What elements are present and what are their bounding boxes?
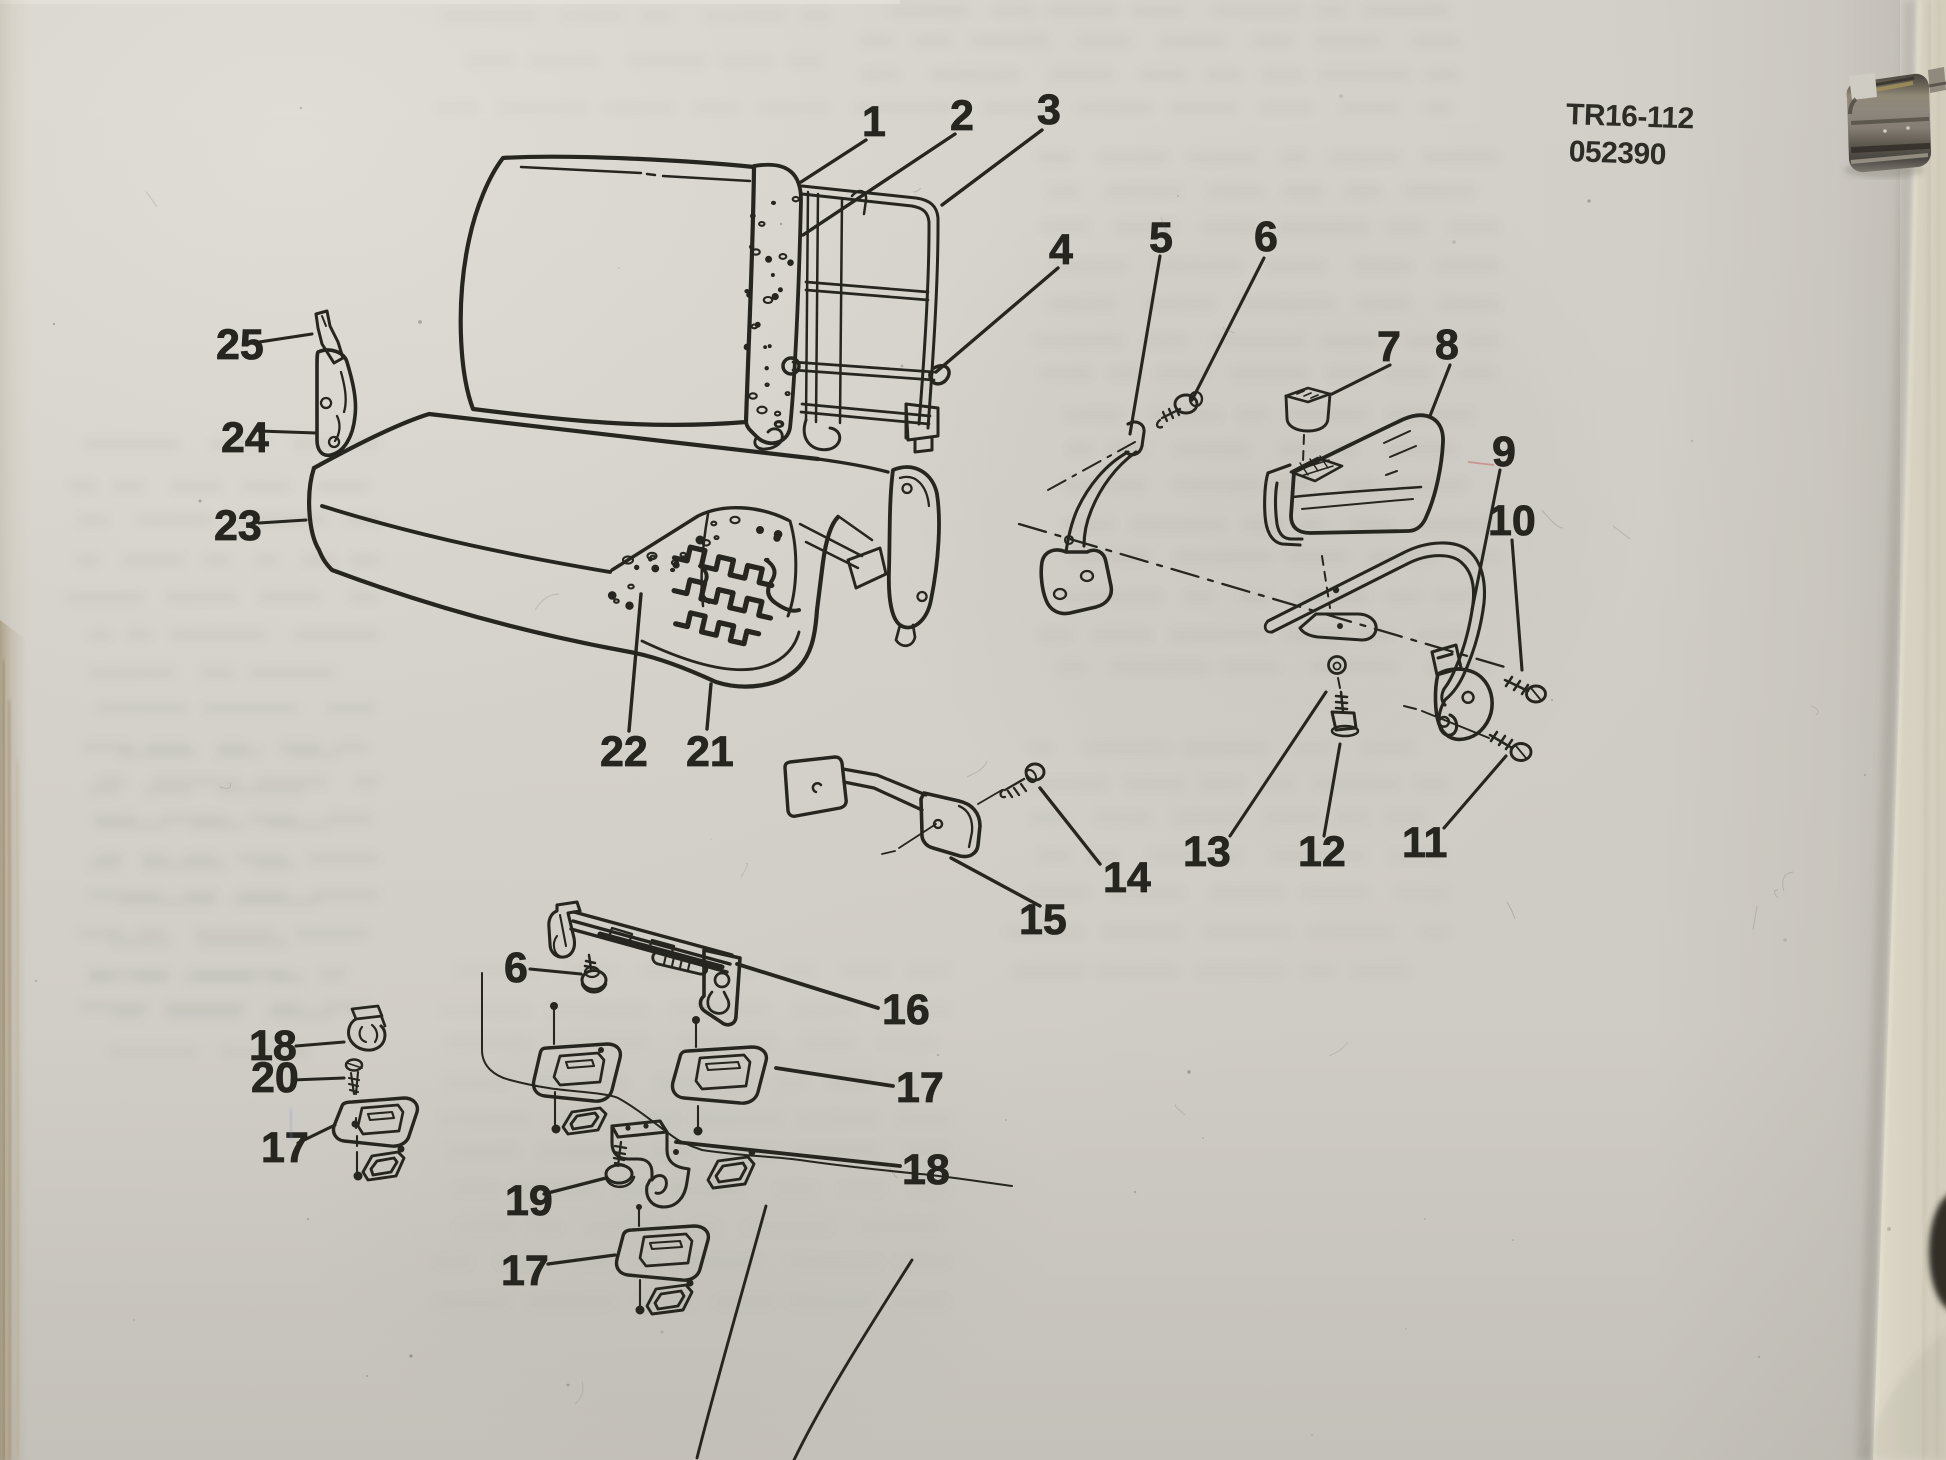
svg-text:7: 7 bbox=[1377, 323, 1401, 371]
svg-text:25: 25 bbox=[216, 321, 264, 369]
svg-text:18: 18 bbox=[249, 1022, 297, 1070]
svg-text:10: 10 bbox=[1488, 497, 1536, 545]
svg-text:2: 2 bbox=[950, 92, 974, 140]
svg-text:13: 13 bbox=[1183, 828, 1231, 876]
svg-text:22: 22 bbox=[600, 728, 648, 776]
svg-text:17: 17 bbox=[261, 1124, 309, 1172]
svg-text:1: 1 bbox=[862, 98, 886, 146]
svg-text:24: 24 bbox=[221, 414, 269, 462]
svg-text:6: 6 bbox=[1254, 213, 1278, 261]
svg-text:9: 9 bbox=[1492, 428, 1516, 476]
svg-text:6: 6 bbox=[504, 944, 528, 992]
svg-text:15: 15 bbox=[1019, 896, 1067, 944]
svg-text:21: 21 bbox=[686, 728, 734, 776]
svg-text:4: 4 bbox=[1049, 226, 1073, 274]
svg-text:18: 18 bbox=[902, 1146, 950, 1194]
svg-text:12: 12 bbox=[1298, 828, 1346, 876]
svg-text:20: 20 bbox=[251, 1054, 299, 1102]
svg-text:5: 5 bbox=[1149, 214, 1173, 262]
svg-text:17: 17 bbox=[896, 1064, 944, 1112]
svg-text:14: 14 bbox=[1103, 854, 1151, 902]
svg-text:19: 19 bbox=[505, 1177, 553, 1225]
svg-text:17: 17 bbox=[501, 1247, 549, 1295]
svg-text:052390: 052390 bbox=[1568, 135, 1666, 171]
svg-text:3: 3 bbox=[1037, 86, 1061, 134]
svg-text:8: 8 bbox=[1435, 321, 1459, 369]
svg-text:11: 11 bbox=[1402, 819, 1447, 867]
svg-text:TR16-112: TR16-112 bbox=[1566, 98, 1695, 135]
svg-text:23: 23 bbox=[214, 502, 262, 550]
svg-text:16: 16 bbox=[882, 986, 930, 1034]
